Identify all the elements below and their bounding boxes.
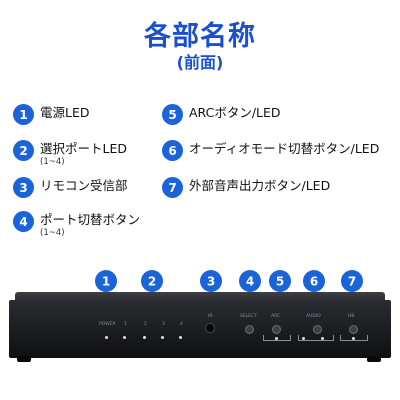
- legend-label-6: オーディオモード切替ボタン/LED: [189, 141, 380, 156]
- callout-circle-2: [141, 270, 163, 292]
- page-subtitle: (前面): [176, 53, 224, 72]
- callout-number-5: 5: [276, 275, 284, 289]
- arc-label: ARC: [271, 314, 281, 319]
- port-2-led: [143, 336, 146, 339]
- device-front-panel: POWER 1 2 3 4 IR SELECT ARC AUDIO HB: [9, 292, 391, 364]
- callout-number-2: 2: [148, 275, 156, 289]
- legend-badge-4: 4: [13, 211, 34, 232]
- device-foot-left: [17, 356, 31, 362]
- legend-label-3: リモコン受信部: [40, 178, 128, 193]
- port-2-label: 2: [144, 322, 147, 327]
- callout-number-4: 4: [246, 275, 254, 289]
- callout-circle-5: [269, 270, 291, 292]
- external-audio-led: [352, 337, 355, 340]
- port-1-led: [123, 336, 126, 339]
- callout-circle-6: [303, 270, 325, 292]
- callout-circle-1: [95, 270, 117, 292]
- device-top-edge: [15, 292, 385, 302]
- legend-badge-3: 3: [13, 177, 34, 198]
- callout-circle-4: [239, 270, 261, 292]
- power-led: [105, 336, 108, 339]
- legend-item-external-audio: 7 外部音声出力ボタン/LED: [162, 177, 330, 198]
- callout-number-1: 1: [102, 275, 110, 289]
- legend-label-7: 外部音声出力ボタン/LED: [189, 178, 331, 193]
- device-foot-right: [367, 356, 381, 362]
- legend-item-audio-mode: 6 オーディオモード切替ボタン/LED: [162, 140, 379, 161]
- legend-item-arc: 5 ARCボタン/LED: [162, 104, 281, 125]
- legend-label-4: ポート切替ボタン: [40, 212, 141, 227]
- legend-item-port-led: 2 選択ポートLED (1~4): [13, 140, 127, 167]
- arc-bracket: [263, 335, 291, 341]
- callout-number-3: 3: [207, 275, 215, 289]
- audio-bracket: [298, 335, 334, 341]
- port-3-led: [161, 336, 164, 339]
- callout-number-7: 7: [348, 275, 356, 289]
- legend-badge-6: 6: [162, 140, 183, 161]
- port-4-label: 4: [180, 322, 183, 327]
- power-label: POWER: [99, 322, 116, 327]
- callout-circle-3: [200, 270, 222, 292]
- external-audio-bracket: [340, 335, 368, 341]
- audio-mode-button[interactable]: [313, 325, 322, 334]
- legend-badge-2: 2: [13, 140, 34, 161]
- legend-badge-7: 7: [162, 177, 183, 198]
- arc-button[interactable]: [272, 325, 281, 334]
- legend-item-port-button: 4 ポート切替ボタン (1~4): [13, 211, 140, 238]
- port-4-led: [179, 336, 182, 339]
- callout-number-6: 6: [310, 275, 318, 289]
- legend-label-5: ARCボタン/LED: [189, 105, 281, 120]
- legend-item-ir-receiver: 3 リモコン受信部: [13, 177, 128, 198]
- legend-sub-4: (1~4): [40, 228, 65, 238]
- select-label: SELECT: [240, 314, 257, 319]
- arc-led: [275, 337, 278, 340]
- legend-sub-2: (1~4): [40, 157, 65, 167]
- audio-label: AUDIO: [306, 314, 321, 319]
- legend-label-2: 選択ポートLED: [40, 141, 127, 156]
- page-title: 各部名称: [144, 21, 256, 52]
- legend-item-power-led: 1 電源LED: [13, 104, 90, 125]
- device-front-face: POWER 1 2 3 4 IR SELECT ARC AUDIO HB: [9, 300, 391, 358]
- audio-led-a: [302, 337, 305, 340]
- port-select-button[interactable]: [245, 325, 254, 334]
- audio-led-b: [321, 337, 324, 340]
- port-3-label: 3: [162, 322, 165, 327]
- port-1-label: 1: [124, 322, 127, 327]
- ir-receiver-window: [205, 323, 215, 333]
- legend-label-1: 電源LED: [40, 105, 90, 120]
- external-audio-button[interactable]: [349, 325, 358, 334]
- ir-label: IR: [208, 314, 213, 319]
- callout-circle-7: [341, 270, 363, 292]
- legend-badge-5: 5: [162, 104, 183, 125]
- switch-label: HB: [348, 314, 355, 319]
- legend-badge-1: 1: [13, 104, 34, 125]
